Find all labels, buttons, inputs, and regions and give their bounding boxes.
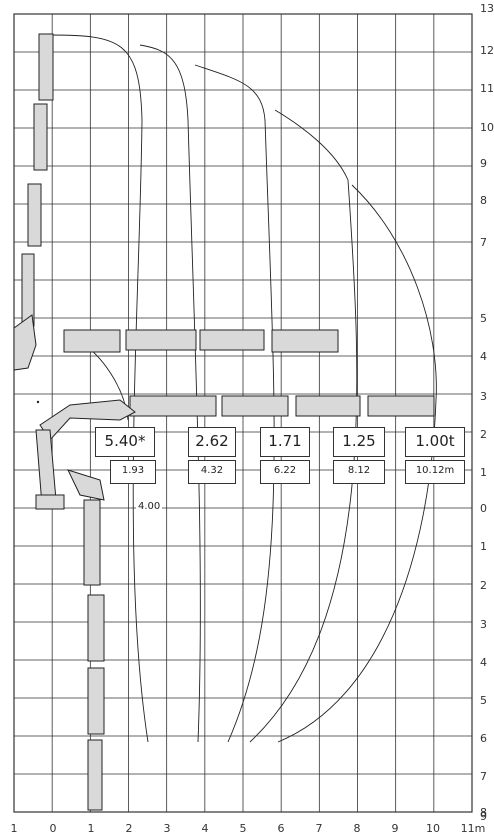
reach-box-5: 10.12m	[405, 460, 465, 484]
load-value: 5.40*	[104, 432, 146, 450]
reach-value: 8.12	[347, 465, 371, 476]
boom-section	[63, 329, 121, 353]
x-axis-label: 0	[49, 822, 57, 835]
x-axis-label: 5	[239, 822, 247, 835]
y-axis-label: 4	[480, 656, 487, 669]
x-axis-label: 2	[125, 822, 133, 835]
reach-value: 6.22	[273, 465, 297, 476]
boom-section	[199, 329, 265, 351]
x-axis-label: 11m	[460, 822, 486, 835]
x-axis-label: 8	[353, 822, 361, 835]
y-axis-label: 5	[480, 312, 487, 325]
reach-box-2: 4.32	[188, 460, 236, 484]
crane-base	[35, 399, 136, 510]
load-box-5: 1.00t	[405, 427, 465, 457]
reach-curves	[47, 34, 437, 743]
x-axis-label: 6	[277, 822, 285, 835]
x-axis-label: 1	[87, 822, 95, 835]
boom-section	[367, 395, 435, 417]
reach-value: 10.12m	[415, 465, 455, 476]
y-axis-label: 1	[480, 466, 487, 479]
load-value: 1.25	[342, 432, 376, 450]
y-axis-label: 10	[480, 121, 494, 134]
load-value: 1.00t	[415, 432, 455, 450]
y-axis-label: 0	[480, 502, 487, 515]
column	[35, 429, 57, 506]
boom-section	[33, 103, 48, 171]
boom-section	[221, 395, 289, 417]
boom-section	[295, 395, 361, 417]
boom-section	[83, 499, 101, 586]
y-axis-label: 5	[480, 694, 487, 707]
marker-dot	[36, 400, 40, 404]
reach-curve-4	[249, 109, 358, 743]
load-box-3: 1.71	[260, 427, 310, 457]
boom-section	[87, 739, 103, 811]
load-value: 1.71	[268, 432, 302, 450]
boom-section	[27, 183, 42, 247]
x-axis-label: 3	[163, 822, 171, 835]
y-axis-label: 6	[480, 732, 487, 745]
load-box-2: 2.62	[188, 427, 236, 457]
boom-section	[38, 33, 54, 101]
y-axis-label: 4	[480, 350, 487, 363]
y-axis-label: 3	[480, 618, 487, 631]
boom-section	[87, 667, 105, 735]
inner-reach-label: 4.00	[136, 501, 163, 512]
y-axis-label: 8	[480, 806, 487, 819]
y-axis-label: 3	[480, 390, 487, 403]
boom-sections-lower	[83, 499, 105, 811]
lower-arm	[67, 469, 105, 501]
y-axis-label: 7	[480, 236, 487, 249]
y-axis-label: 13	[480, 2, 494, 15]
y-axis-label: 9	[480, 157, 487, 170]
boom-section	[87, 594, 105, 662]
x-axis-label: 1	[10, 822, 18, 835]
load-value: 2.62	[195, 432, 229, 450]
y-axis-label: 12	[480, 44, 494, 57]
base-foot	[35, 494, 65, 510]
reach-curve-1	[47, 34, 149, 743]
reach-curve-3	[194, 64, 275, 743]
x-axis-label: 4	[201, 822, 209, 835]
x-axis-label: 10	[426, 822, 440, 835]
y-axis-label: 1	[480, 540, 487, 553]
reach-box-1: 1.93	[110, 460, 156, 484]
reach-box-3: 6.22	[260, 460, 310, 484]
boom-sections-upper	[13, 33, 54, 371]
y-axis-label: 8	[480, 194, 487, 207]
y-axis-label: 9	[480, 810, 487, 823]
reach-box-4: 8.12	[333, 460, 385, 484]
y-axis-label: 2	[480, 579, 487, 592]
y-axis-label: 7	[480, 770, 487, 783]
reach-value: 4.32	[200, 465, 224, 476]
x-axis-label: 9	[391, 822, 399, 835]
boom-sections-horizontal	[63, 329, 435, 417]
boom-head	[13, 314, 37, 371]
load-box-4: 1.25	[333, 427, 385, 457]
reach-value: 1.93	[121, 465, 145, 476]
load-box-1: 5.40*	[95, 427, 155, 457]
boom-section	[125, 329, 197, 351]
boom-section	[129, 395, 217, 417]
boom-section	[271, 329, 339, 353]
x-axis-label: 7	[315, 822, 323, 835]
reach-curve-2	[139, 44, 201, 743]
knuckle-boom	[39, 399, 136, 441]
y-axis-label: 11	[480, 82, 494, 95]
y-axis-label: 2	[480, 428, 487, 441]
